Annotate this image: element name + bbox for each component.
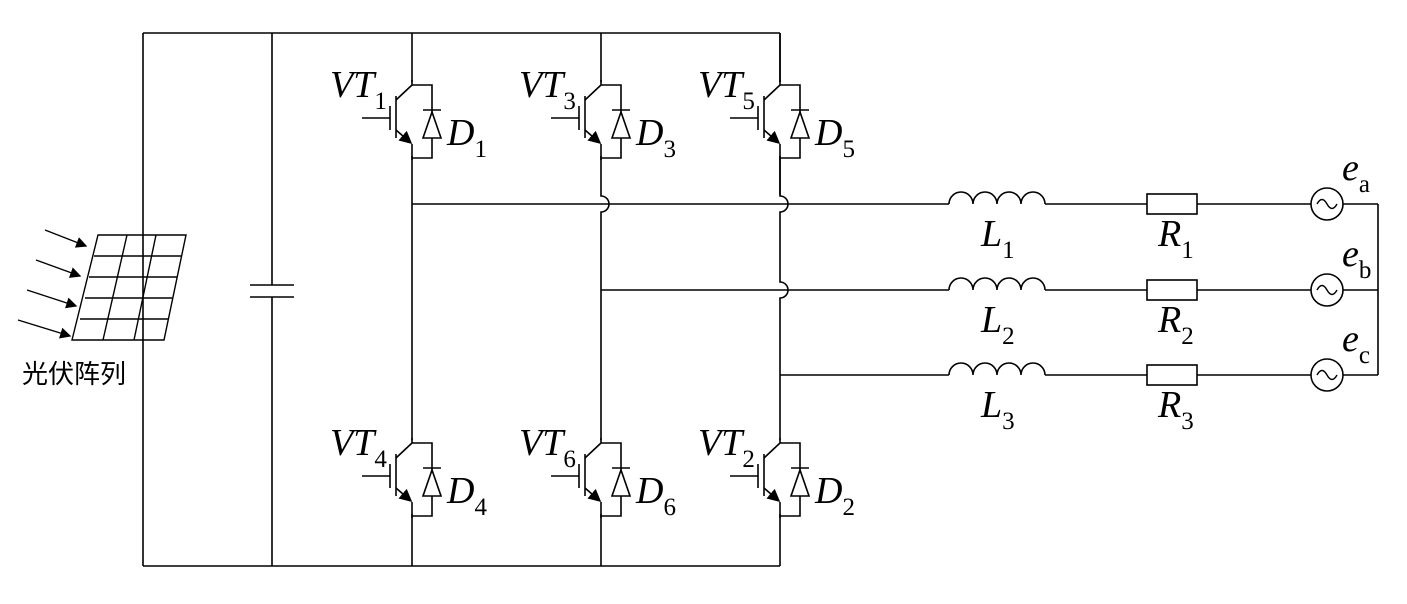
phase-line-1: L1 R1 ea [412, 147, 1378, 264]
inductor-label-1: L1 [980, 213, 1015, 264]
switch-label-5: VT5 [698, 64, 755, 115]
switch-label-1: VT1 [330, 64, 387, 115]
switch-label-3: VT3 [519, 64, 576, 115]
phase-line-3: L3 R3 ec [780, 318, 1378, 435]
diode-icon [412, 442, 443, 517]
diode-icon [780, 84, 811, 159]
resistor-label-1: R1 [1157, 213, 1194, 264]
sunlight-arrows-icon [17, 229, 88, 339]
resistor-icon [1146, 364, 1198, 386]
switch-label-4: VT4 [330, 422, 387, 473]
diode-icon [601, 84, 632, 159]
switch-label-6: VT6 [519, 422, 576, 473]
diode-label-4: D4 [446, 470, 487, 521]
phase-line-2: L2 R2 eb [601, 233, 1378, 350]
diode-icon [780, 442, 811, 517]
diode-label-2: D2 [814, 470, 855, 521]
source-label-3: ec [1342, 318, 1370, 369]
inductor-label-2: L2 [980, 299, 1015, 350]
resistor-icon [1146, 193, 1198, 215]
pv-panel-icon [71, 234, 187, 341]
diode-label-5: D5 [814, 112, 855, 163]
diode-label-1: D1 [446, 112, 487, 163]
ac-source-icon [1310, 273, 1344, 307]
resistor-label-3: R3 [1157, 384, 1194, 435]
diode-label-3: D3 [635, 112, 676, 163]
inductor-icon [948, 277, 1046, 291]
diode-icon [412, 84, 443, 159]
switch-label-2: VT2 [698, 422, 755, 473]
inductor-icon [948, 191, 1046, 205]
ac-source-icon [1310, 358, 1344, 392]
source-label-1: ea [1342, 147, 1370, 198]
dc-link-capacitor [250, 33, 294, 566]
ac-source-icon [1310, 187, 1344, 221]
resistor-icon [1146, 279, 1198, 301]
resistor-label-2: R2 [1157, 299, 1194, 350]
inductor-icon [948, 362, 1046, 376]
pv-array-label: 光伏阵列 [22, 360, 126, 390]
diode-icon [601, 442, 632, 517]
source-label-2: eb [1342, 233, 1371, 284]
diode-label-6: D6 [635, 470, 676, 521]
inductor-label-3: L3 [980, 384, 1015, 435]
